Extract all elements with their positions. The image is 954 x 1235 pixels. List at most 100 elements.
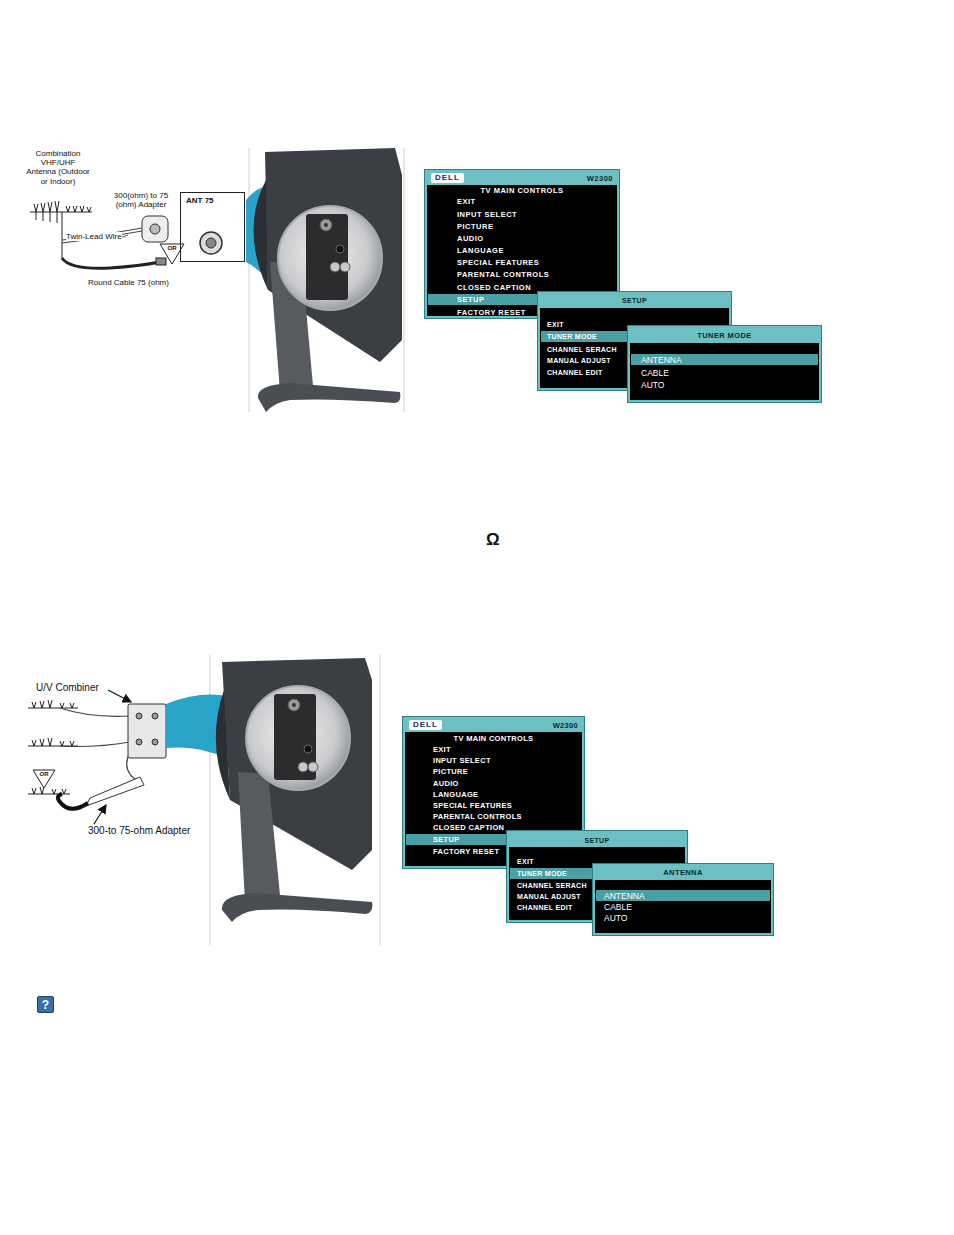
leader-arrow <box>94 805 106 824</box>
port-label: ANT 75 <box>186 196 214 205</box>
jack <box>304 745 312 753</box>
adapter-port <box>150 224 160 234</box>
menu-item: FACTORY RESET <box>433 847 499 857</box>
combiner-port <box>136 713 142 719</box>
menu-item: LANGUAGE <box>433 790 478 800</box>
coax-connector <box>200 232 222 254</box>
menu-item: MANUAL ADJUST <box>517 892 581 902</box>
monitor-back <box>253 180 268 290</box>
adapter-label: 300-to 75-ohm Adapter <box>88 825 190 837</box>
or-mark: OR <box>163 245 181 252</box>
help-icon: ? <box>37 996 54 1013</box>
monitor-base <box>222 893 373 922</box>
round-cable <box>58 794 88 809</box>
coax-jack <box>292 703 296 707</box>
menu-item: ANTENNA <box>641 355 682 365</box>
antenna-port-box: ANT 75 <box>180 192 245 262</box>
rca-jack <box>330 262 340 272</box>
menu-item: CHANNEL SERACH <box>517 881 587 891</box>
menu-item: PICTURE <box>457 222 493 232</box>
menu-item: AUDIO <box>433 779 459 789</box>
twin-lead-wire <box>62 231 142 243</box>
combiner-port <box>136 739 142 745</box>
coax-connector <box>206 238 216 248</box>
zoom-circle <box>278 206 382 310</box>
combiner-port <box>152 713 158 719</box>
menu-item: TUNER MODE <box>517 869 567 879</box>
menu-header: ANTENNA <box>595 868 771 878</box>
menu-item: AUTO <box>641 380 664 390</box>
cable-plug <box>156 258 166 265</box>
wire-label: Twin-Lead Wire <box>66 232 122 241</box>
menu-item: PARENTAL CONTROLS <box>433 812 522 822</box>
or-mark: OR <box>35 771 53 778</box>
menu-item: CHANNEL EDIT <box>547 368 603 378</box>
menu-item: TUNER MODE <box>547 332 597 342</box>
menu-item: EXIT <box>433 745 451 755</box>
combiner-port <box>152 739 158 745</box>
rca-jack <box>340 262 350 272</box>
menu-item: CHANNEL SERACH <box>547 345 617 355</box>
menu-window: TUNER MODE ANTENNA CABLE AUTO <box>628 326 821 402</box>
separator <box>249 148 250 412</box>
antenna-label: Combination VHF/UHF Antenna (Outdoor or … <box>26 149 90 186</box>
menu-item: CLOSED CAPTION <box>457 283 531 293</box>
menu-item: INPUT SELECT <box>433 756 491 766</box>
or-triangle <box>33 770 55 788</box>
jack <box>336 245 344 253</box>
brand-logo: DELL <box>431 173 464 183</box>
leader-arrow <box>108 690 131 702</box>
rca-jack <box>308 762 318 772</box>
ohm-symbol: Ω <box>486 530 500 550</box>
menu-item: AUDIO <box>457 234 484 244</box>
menu-item: SETUP <box>457 295 485 305</box>
connector-panel <box>306 214 348 300</box>
adapter-symbol <box>142 216 168 242</box>
model-name: W2300 <box>553 721 578 731</box>
menu-item: MANUAL ADJUST <box>547 356 611 366</box>
brand-logo: DELL <box>409 720 442 730</box>
menu-item: PICTURE <box>433 767 468 777</box>
adapter-symbol <box>86 777 144 806</box>
wire <box>60 742 130 747</box>
rca-jack <box>298 762 308 772</box>
coax-jack <box>324 223 328 227</box>
monitor-back <box>216 690 230 800</box>
separator <box>380 655 381 945</box>
menu-item: EXIT <box>517 857 534 867</box>
menu-title: TV MAIN CONTROLS <box>427 186 617 196</box>
monitor-neck <box>238 772 280 902</box>
menu-item: INPUT SELECT <box>457 210 517 220</box>
menu-window: ANTENNAANTENNACABLEAUTO <box>593 864 773 935</box>
menu-header: TUNER MODE <box>630 331 819 341</box>
cable-label: Round Cable 75 (ohm) <box>88 278 169 287</box>
monitor-base <box>258 383 401 412</box>
round-cable <box>62 258 160 268</box>
menu-item: CHANNEL EDIT <box>517 903 573 913</box>
menu-item: SETUP <box>433 835 460 845</box>
wire <box>60 708 130 716</box>
menu-item: CABLE <box>641 368 669 378</box>
coax-jack <box>288 699 300 711</box>
antenna-symbol <box>30 201 92 258</box>
menu-item: SPECIAL FEATURES <box>457 258 539 268</box>
menu-item: CABLE <box>604 902 632 912</box>
menu-item: SPECIAL FEATURES <box>433 801 512 811</box>
menu-header: SETUP <box>540 296 729 306</box>
coax-jack <box>320 219 332 231</box>
menu-item: CLOSED CAPTION <box>433 823 504 833</box>
menu-item: FACTORY RESET <box>457 308 526 318</box>
menu-title: TV MAIN CONTROLS <box>405 734 582 744</box>
combiner-label: U/V Combiner <box>36 682 99 694</box>
menu-item: EXIT <box>547 320 564 330</box>
combiner-symbol <box>128 704 166 758</box>
model-name: W2300 <box>587 174 613 184</box>
menu-item: PARENTAL CONTROLS <box>457 270 549 280</box>
menu-item: EXIT <box>457 197 476 207</box>
menu-item: AUTO <box>604 913 627 923</box>
zoom-circle <box>246 686 350 790</box>
menu-item: ANTENNA <box>604 891 645 901</box>
adapter-label: 300(ohm) to 75 (ohm) Adapter <box>106 191 176 209</box>
menu-item: LANGUAGE <box>457 246 504 256</box>
